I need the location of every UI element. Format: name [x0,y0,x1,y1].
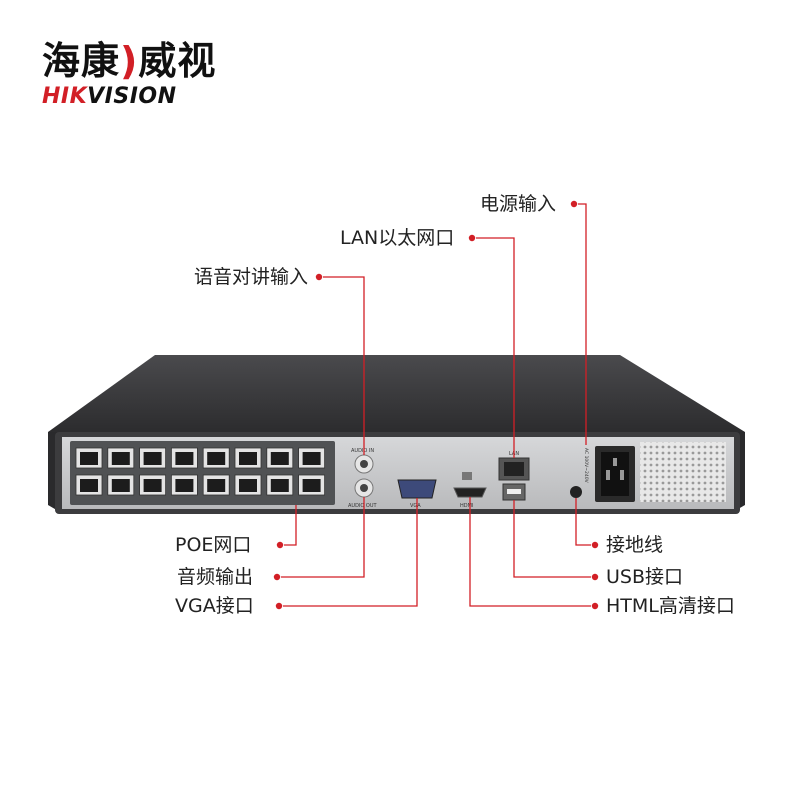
callout-line-lan [476,237,515,458]
poe-ports [75,447,326,496]
vga-port [397,479,437,499]
callout-line-usb [513,500,591,578]
lan-port-socket [504,462,524,476]
poe-port-socket [175,479,194,492]
callout-line-vga [283,498,418,607]
poe-port-socket [111,479,130,492]
device-top-cover [48,355,745,432]
poe-port-socket [239,452,257,465]
audio-in-jack-hole [360,460,368,468]
brand-logo-en: HIKVISION [42,84,177,109]
label-audio-talk-input: 语音对讲输入 [194,266,309,288]
callout-dot-usb [591,573,599,581]
poe-port-socket [207,479,226,492]
label-lan: LAN以太网口 [340,227,455,249]
poe-port-socket [302,452,321,465]
poe-port-socket [207,452,226,465]
poe-port-socket [239,479,257,492]
callout-dot-audio-in [315,273,323,281]
brand-cn-accent: ) [120,39,139,83]
poe-port-socket [302,479,321,492]
vga-text: VGA [410,503,421,509]
label-hdmi: HTML高清接口 [606,595,735,617]
callout-line-hdmi [469,497,591,607]
callout-line-audio-in [323,276,365,455]
label-power-input: 电源输入 [480,193,557,215]
power-socket-pin-left [606,470,610,480]
callout-line-ground [575,498,591,546]
brand-logo-cn: 海康)威视 [42,30,216,85]
vent-grille [640,442,726,502]
poe-port-socket [270,479,289,492]
brand-en-part1: HIK [42,84,88,109]
callout-lines [281,203,591,607]
hdmi-port [453,487,487,498]
poe-port-socket [270,452,289,465]
callout-line-power [578,203,587,445]
power-text: AC 100V~240V [583,448,589,484]
brand-en-part2: VISION [87,84,177,109]
callout-dot-power [570,200,578,208]
callout-line-poe [284,505,297,546]
ground-screw [570,486,582,498]
callout-dot-poe [276,541,284,549]
callout-dot-hdmi [591,602,599,610]
callout-dots [273,200,599,610]
poe-port-socket [80,452,98,465]
poe-port-socket [80,479,98,492]
callout-dot-vga [275,602,283,610]
brand-cn-part2: 威视 [138,39,217,83]
label-poe: POE网口 [175,534,252,556]
power-socket-pin-top [613,458,617,466]
brand-cn-part1: 海康 [42,39,121,83]
power-socket-pin-right [620,470,624,480]
poe-port-socket [175,452,194,465]
poe-port-socket [111,452,130,465]
poe-port-socket [143,479,162,492]
callout-dot-ground [591,541,599,549]
callout-line-audio-out [281,497,365,578]
label-ground: 接地线 [606,534,664,556]
label-audio-output: 音频输出 [177,566,254,588]
usb-port-slot [507,489,521,494]
label-usb: USB接口 [606,566,684,588]
callout-dot-lan [468,234,476,242]
callout-dot-audio-out [273,573,281,581]
audio-out-jack-hole [360,484,368,492]
label-vga: VGA接口 [175,595,254,617]
hdmi-mount [462,472,472,480]
audio-out-text: AUDIO OUT [348,503,378,509]
poe-port-socket [143,452,162,465]
audio-in-text: AUDIO IN [351,448,374,454]
hdmi-text: HDMI [460,503,473,509]
